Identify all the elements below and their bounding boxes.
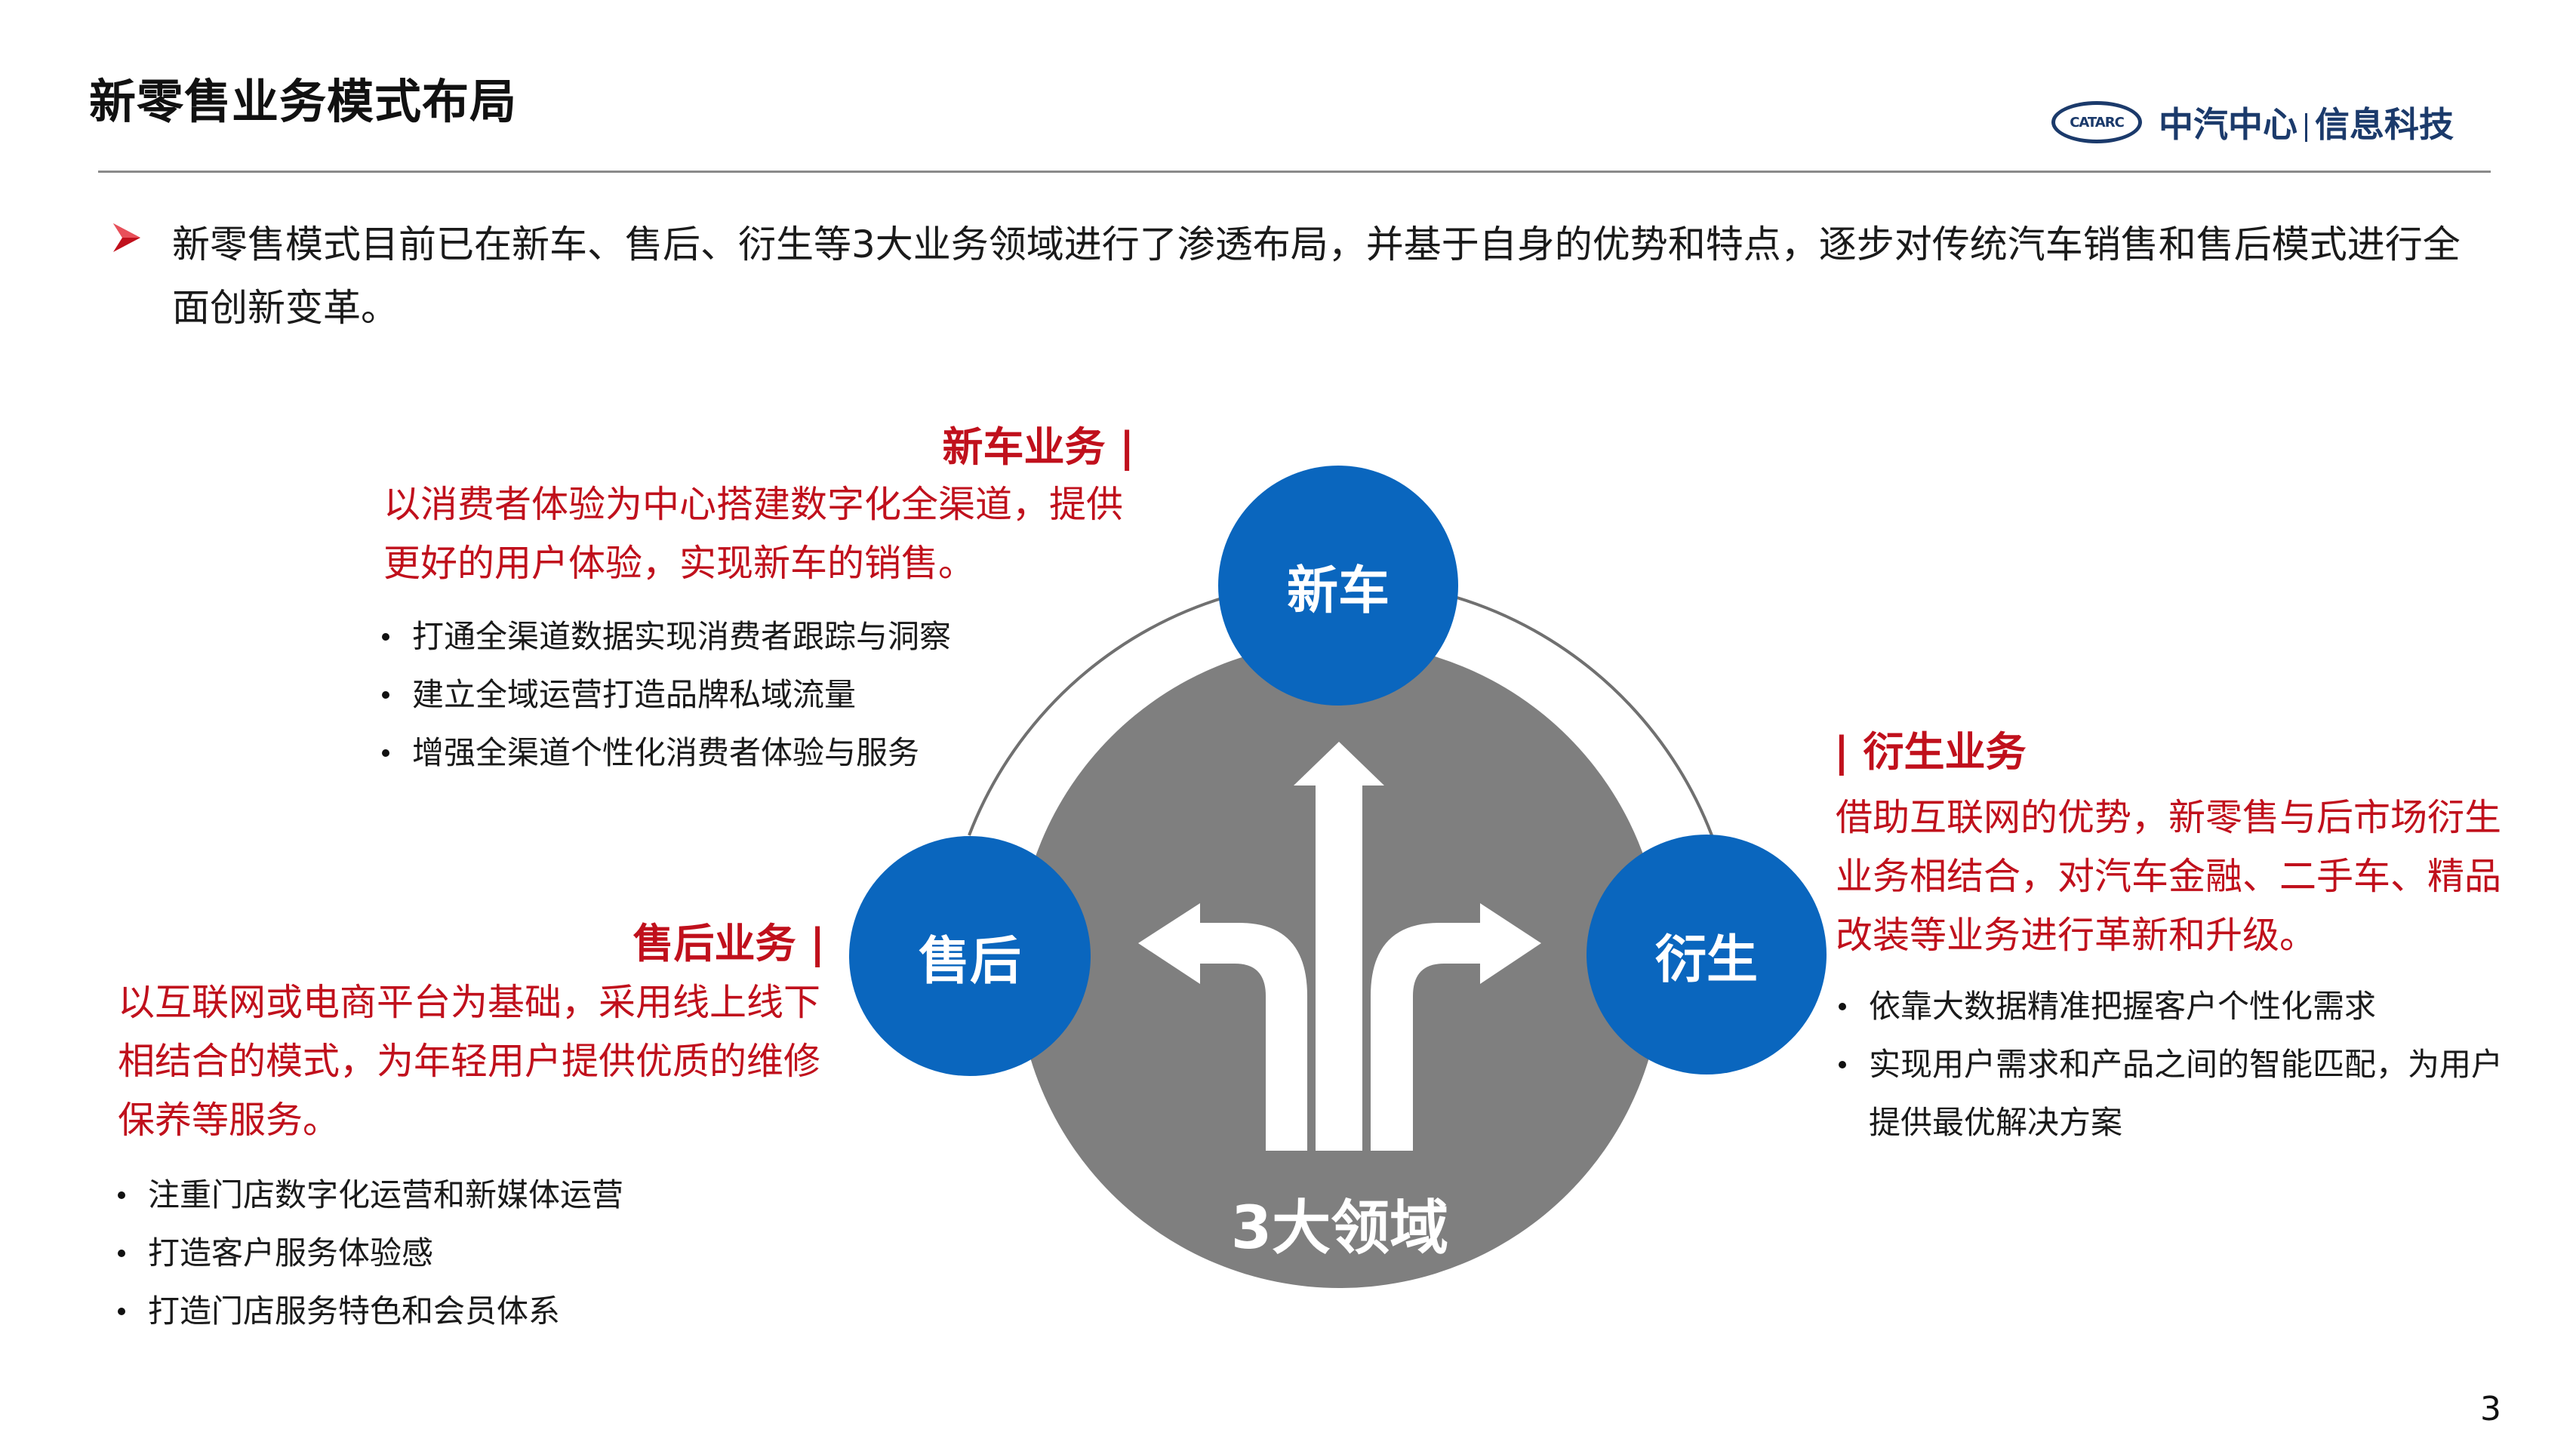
list-item: 打造门店服务特色和会员体系: [113, 1282, 792, 1340]
derivative-description: 借助互联网的优势，新零售与后市场衍生业务相结合，对汽车金融、二手车、精品改装等业…: [1836, 796, 2502, 957]
new-car-heading: 新车业务 |: [942, 423, 1134, 471]
direction-arrows-icon: [1138, 742, 1541, 1151]
list-item: 增强全渠道个性化消费者体验与服务: [377, 724, 1057, 782]
list-item: 打通全渠道数据实现消费者跟踪与洞察: [377, 607, 1057, 666]
after-sales-heading: 售后业务 |: [632, 920, 825, 967]
after-sales-description: 以互联网或电商平台为基础，采用线上线下相结合的模式，为年轻用户提供优质的维修保养…: [118, 981, 821, 1142]
logo-wordmark: 中汽中心信息科技: [2159, 97, 2454, 147]
intro-text: 新零售模式目前已在新车、售后、衍生等3大业务领域进行了渗透布局，并基于自身的优势…: [172, 223, 2461, 330]
org-logo: CATARC 中汽中心信息科技: [2051, 97, 2454, 148]
list-item: 打造客户服务体验感: [113, 1224, 792, 1282]
list-item: 依靠大数据精准把握客户个性化需求: [1834, 977, 2513, 1035]
new-car-description: 以消费者体验为中心搭建数字化全渠道，提供更好的用户体验，实现新车的销售。: [383, 483, 1124, 585]
core-label: 3大领域: [1230, 1194, 1449, 1262]
node-new-car: 新车: [1218, 466, 1458, 706]
node-new-car-label: 新车: [1286, 561, 1390, 621]
red-arrowhead-icon: [113, 223, 140, 252]
node-derivative-label: 衍生: [1654, 930, 1758, 990]
catarc-emblem-icon: CATARC: [2051, 101, 2142, 143]
page-title: 新零售业务模式布局: [89, 74, 518, 129]
node-derivative: 衍生: [1587, 835, 1827, 1074]
derivative-bullets: 依靠大数据精准把握客户个性化需求 实现用户需求和产品之间的智能匹配，为用户提供最…: [1834, 977, 2513, 1151]
logo-separator: [2305, 112, 2307, 142]
list-item: 注重门店数字化运营和新媒体运营: [113, 1166, 792, 1224]
logo-org: 中汽中心: [2159, 104, 2297, 145]
after-sales-bullets: 注重门店数字化运营和新媒体运营 打造客户服务体验感 打造门店服务特色和会员体系: [113, 1166, 792, 1340]
new-car-bullets: 打通全渠道数据实现消费者跟踪与洞察 建立全域运营打造品牌私域流量 增强全渠道个性…: [377, 607, 1057, 782]
list-item: 实现用户需求和产品之间的智能匹配，为用户提供最优解决方案: [1834, 1035, 2513, 1151]
node-after-sales: 售后: [849, 836, 1091, 1076]
page-number: 3: [2480, 1390, 2501, 1428]
logo-dept: 信息科技: [2315, 104, 2454, 145]
list-item: 建立全域运营打造品牌私域流量: [377, 666, 1057, 724]
node-after-sales-label: 售后: [918, 931, 1021, 991]
header-divider: [98, 171, 2491, 173]
derivative-heading: | 衍生业务: [1834, 728, 2027, 776]
